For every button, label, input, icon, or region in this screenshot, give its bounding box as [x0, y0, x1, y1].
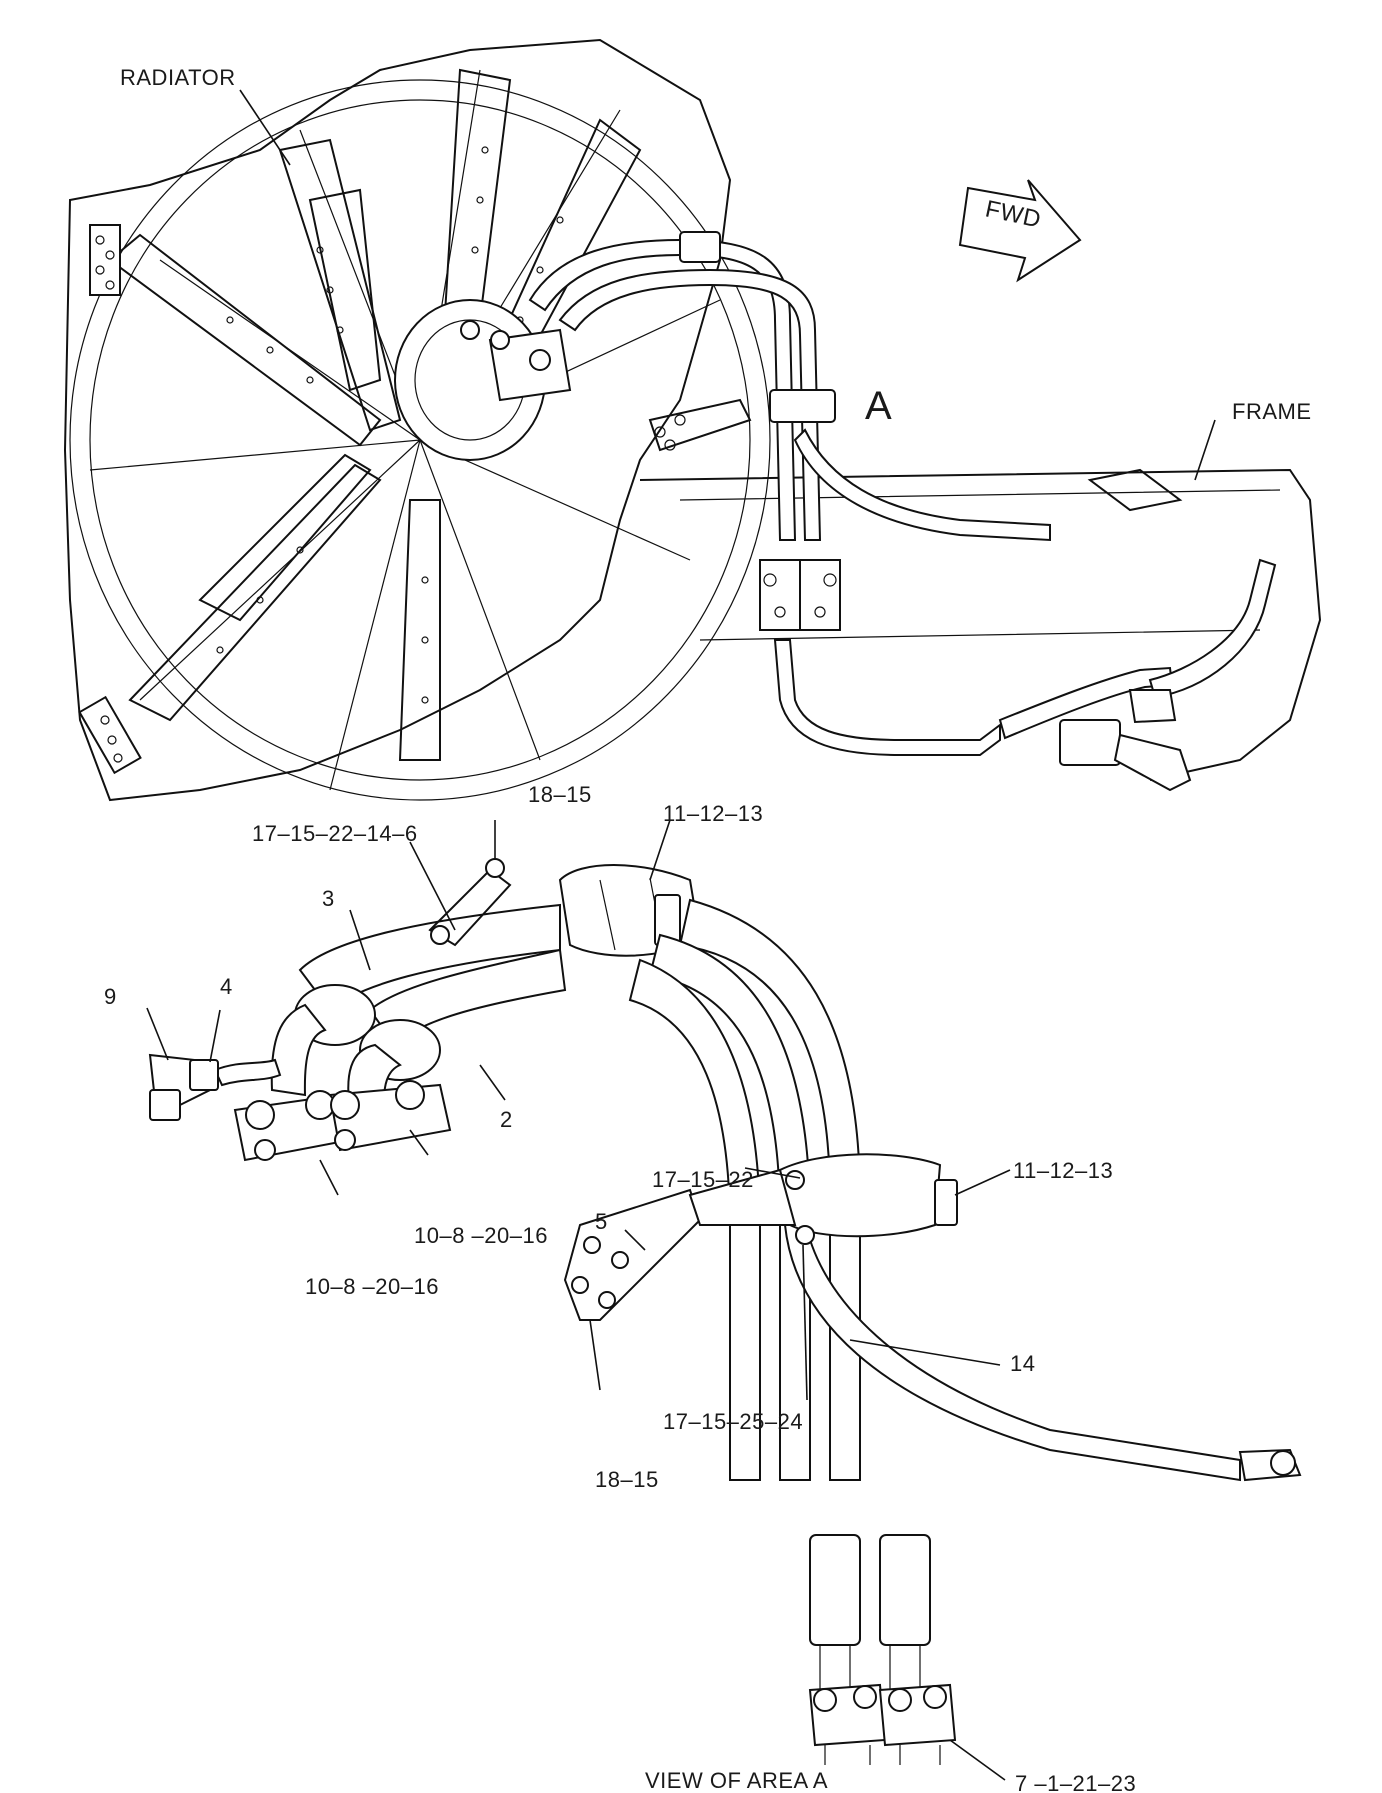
part-17-15-25-24: 17–15–25–24: [663, 1409, 804, 1434]
part-3: 3: [322, 886, 335, 911]
part-11-12-13-right: 11–12–13: [1013, 1158, 1114, 1183]
part-10-8-20-16-a: 10–8 –20–16: [414, 1223, 548, 1248]
fwd-arrow: [958, 179, 1082, 283]
frame-label: FRAME: [1232, 399, 1312, 424]
part-9: 9: [104, 984, 117, 1009]
radiator-fan-assembly: [63, 38, 1322, 802]
part-2: 2: [500, 1107, 513, 1132]
part-5: 5: [595, 1209, 608, 1234]
part-18-15-bottom: 18–15: [595, 1467, 659, 1492]
part-11-12-13-top: 11–12–13: [663, 801, 764, 826]
part-17-15-22-14-6: 17–15–22–14–6: [252, 821, 418, 846]
area-a-label: A: [865, 384, 893, 428]
part-10-8-20-16-b: 10–8 –20–16: [305, 1274, 439, 1299]
area-a-detail: [146, 819, 1302, 1781]
part-17-15-22: 17–15–22: [652, 1167, 754, 1192]
part-14: 14: [1010, 1351, 1036, 1376]
part-18-15-top: 18–15: [528, 782, 592, 807]
part-4: 4: [220, 974, 233, 999]
view-caption: VIEW OF AREA A: [645, 1768, 829, 1793]
part-7-1-21-23: 7 –1–21–23: [1015, 1771, 1137, 1793]
radiator-label: RADIATOR: [120, 65, 236, 90]
